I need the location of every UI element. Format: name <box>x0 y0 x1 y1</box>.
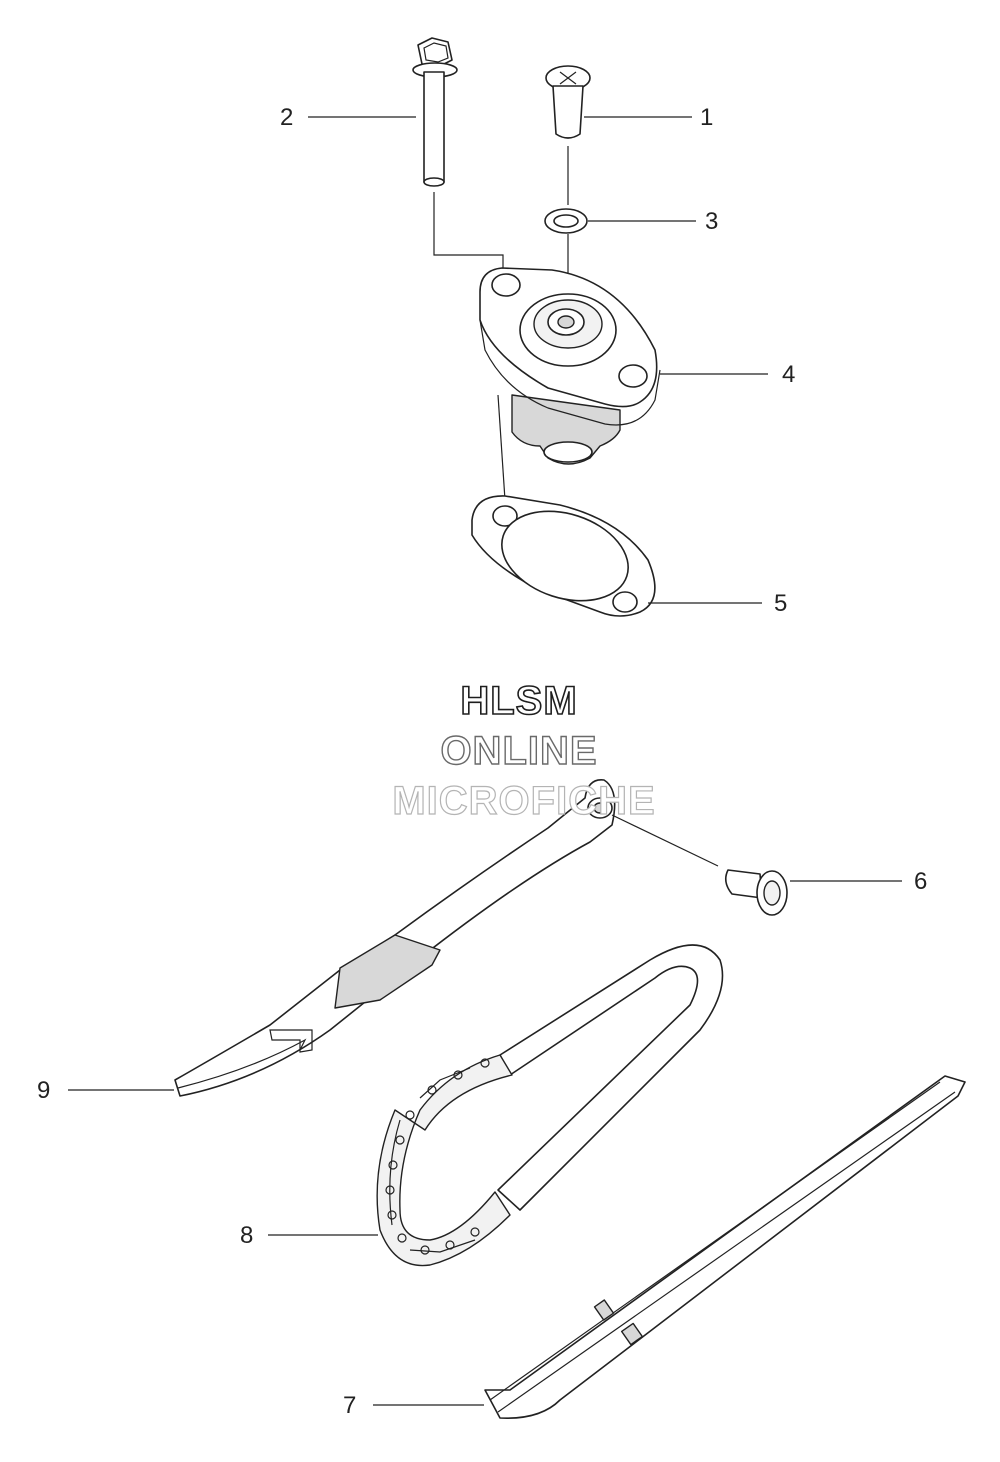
chain-guide <box>484 1075 966 1419</box>
chain-tensioner <box>479 267 661 516</box>
callout-5: 5 <box>648 590 787 617</box>
callout-number: 7 <box>343 1392 356 1419</box>
pivot-bolt <box>724 869 788 916</box>
callout-1: 1 <box>584 104 713 131</box>
callout-number: 3 <box>705 208 718 235</box>
callout-6: 6 <box>790 868 927 895</box>
watermark-line2: ONLINE <box>440 729 597 773</box>
callout-number: 1 <box>700 104 713 131</box>
callout-2: 2 <box>280 104 416 131</box>
callout-7: 7 <box>343 1392 484 1419</box>
gasket <box>471 495 656 617</box>
callout-number: 4 <box>782 361 795 388</box>
watermark: HLSM ONLINE MICROFICHE <box>392 678 656 823</box>
watermark-line1: HLSM <box>460 679 577 723</box>
callout-number: 2 <box>280 104 293 131</box>
callout-number: 5 <box>774 590 787 617</box>
callout-number: 8 <box>240 1222 253 1249</box>
callout-number: 9 <box>37 1077 50 1104</box>
cam-chain <box>376 944 724 1267</box>
callout-9: 9 <box>37 1077 174 1104</box>
screw <box>545 65 591 205</box>
callout-8: 8 <box>240 1222 378 1249</box>
tensioner-arm <box>174 779 719 1097</box>
watermark-line3: MICROFICHE <box>392 779 655 823</box>
callout-3: 3 <box>588 208 718 235</box>
callout-number: 6 <box>914 868 927 895</box>
callout-4: 4 <box>660 361 795 388</box>
flange-bolt <box>412 37 504 280</box>
